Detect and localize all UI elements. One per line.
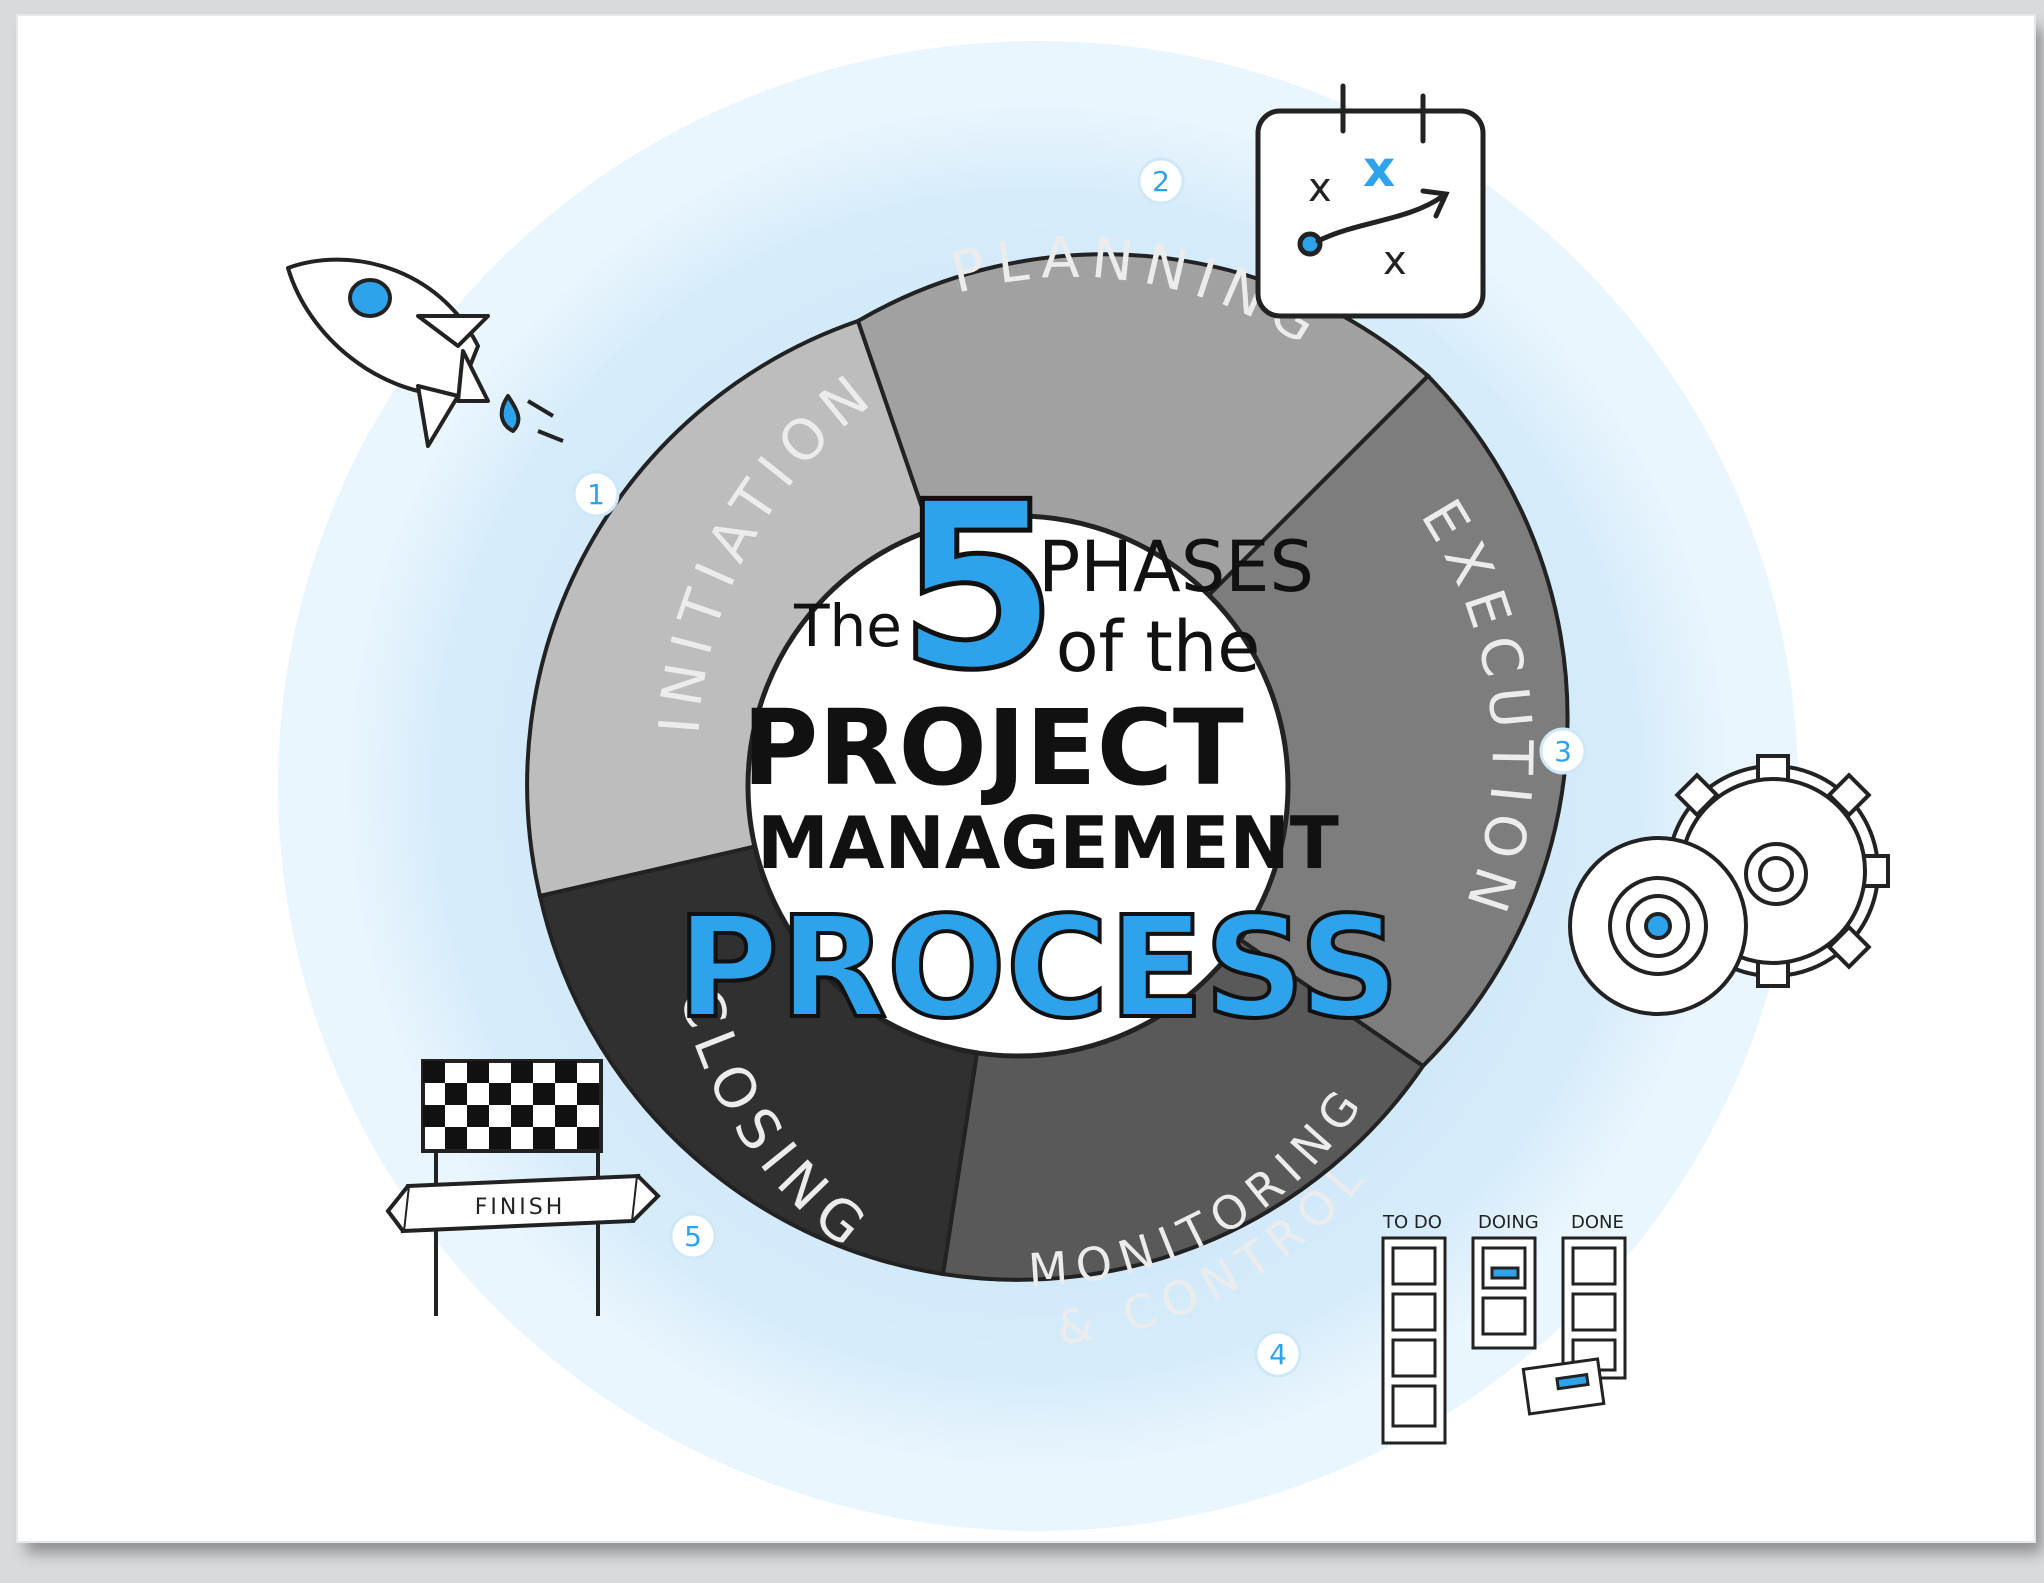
title-phases: PHASES [1038,526,1314,608]
kanban-board-icon: TO DO DOING DONE [1381,1212,1627,1445]
title-number-5: 5 [898,454,1058,721]
segment-execution [1014,373,1570,1069]
center-disk [745,513,1291,1059]
svg-text:x: x [1363,140,1395,198]
svg-text:5: 5 [684,1220,702,1253]
phase-number-1: 1 [572,470,620,518]
phases-diagram: INITIATION PLANNING EXECUTION MONITORING… [278,41,1890,1531]
phase-number-5: 5 [669,1212,717,1260]
title-the: The [793,592,902,660]
title-project: PROJECT [742,687,1244,809]
svg-text:x: x [1308,165,1332,211]
svg-text:3: 3 [1554,735,1572,768]
finish-flag-icon: FINISH [385,1059,661,1316]
gears-icon [1568,754,1890,1016]
phase-number-4: 4 [1254,1330,1302,1378]
calendar-plan-icon: x x x [1255,83,1486,319]
kanban-col-done: DONE [1571,1212,1624,1233]
rocket-icon [286,257,564,448]
kanban-col-todo: TO DO [1382,1212,1442,1233]
svg-text:4: 4 [1269,1338,1287,1371]
kanban-col-doing: DOING [1478,1212,1539,1233]
finish-banner-text: FINISH [475,1195,566,1220]
svg-text:2: 2 [1152,165,1170,198]
phase-number-3: 3 [1539,727,1587,775]
center-title: The 5 PHASES of the PROJECT MANAGEMENT P… [674,452,1401,1053]
svg-text:1: 1 [587,478,605,511]
phase-number-2: 2 [1137,157,1185,205]
image-frame: INITIATION PLANNING EXECUTION MONITORING… [18,16,2034,1541]
svg-text:x: x [1383,238,1407,284]
title-management: MANAGEMENT [757,801,1339,885]
title-of-the: of the [1056,606,1261,688]
title-process: PROCESS [676,887,1399,1050]
